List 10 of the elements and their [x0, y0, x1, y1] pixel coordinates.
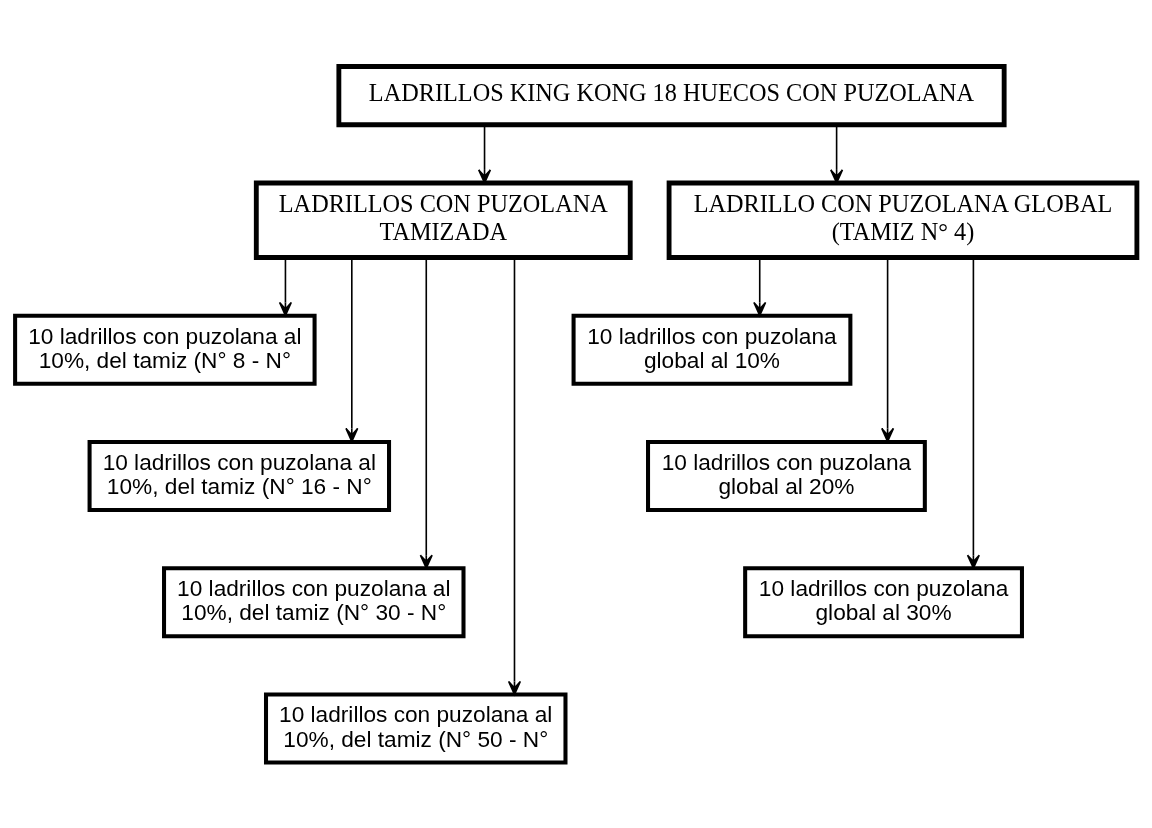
node-box: LADRILLOS KING KONG 18 HUECOS CON PUZOLANA	[336, 63, 1007, 127]
node-box: 10 ladrillos con puzolana global al 30%	[743, 565, 1024, 638]
node-box: 10 ladrillos con puzolana global al 10%	[571, 313, 853, 386]
node-box: 10 ladrillos con puzolana al 10%, del tamiz (N° 50 - N°	[264, 692, 568, 765]
node-box: LADRILLOS CON PUZOLANA TAMIZADA	[253, 180, 633, 260]
node-box: 10 ladrillos con puzolana global al 20%	[646, 439, 927, 512]
node-box: 10 ladrillos con puzolana al 10%, del tamiz (N° 30 - N°	[162, 565, 466, 638]
node-box: 10 ladrillos con puzolana al 10%, del tamiz (N° 16 - N°	[87, 439, 392, 512]
node-box: 10 ladrillos con puzolana al 10%, del tamiz (N° 8 - N°	[13, 313, 317, 386]
node-box: LADRILLO CON PUZOLANA GLOBAL (TAMIZ N° 4)	[666, 180, 1140, 260]
